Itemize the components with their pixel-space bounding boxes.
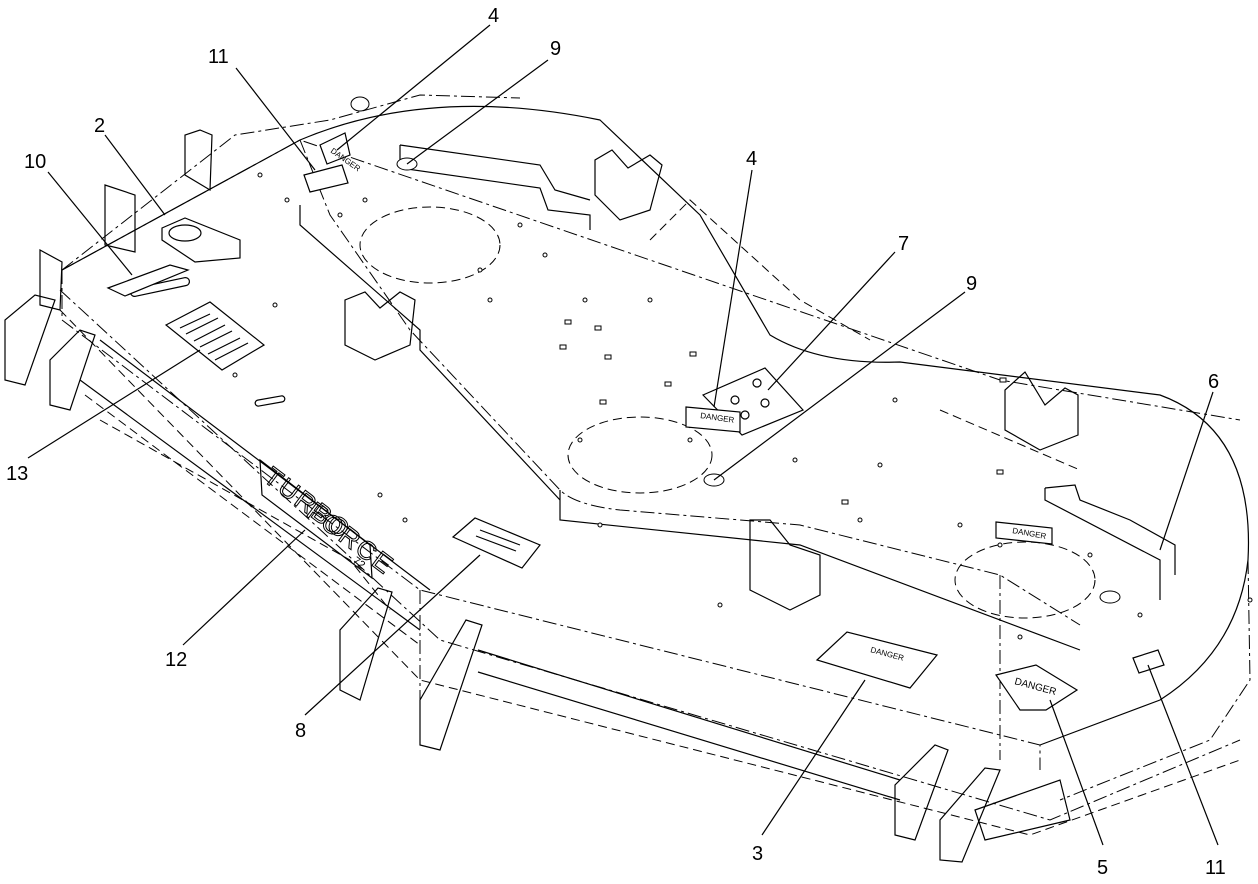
leader-10 xyxy=(47,171,133,276)
leader-6 xyxy=(1159,391,1214,551)
callout-9-rear: 9 xyxy=(550,38,561,60)
callout-8: 8 xyxy=(295,720,306,742)
decal-8-info xyxy=(451,517,541,569)
decal-11-front-warning xyxy=(1132,649,1165,674)
decal-2-deflector xyxy=(161,217,241,263)
leader-13 xyxy=(27,349,201,459)
callout-13: 13 xyxy=(6,463,28,485)
decal-4-right-danger: DANGER xyxy=(995,521,1053,545)
callout-4-center: 4 xyxy=(746,148,757,170)
brand-text-model: 72 xyxy=(350,555,367,572)
mower-deck xyxy=(4,94,1253,863)
decal-5-shield-danger: DANGER xyxy=(995,664,1079,711)
leader-11-rear xyxy=(235,67,316,171)
callout-10: 10 xyxy=(24,151,46,173)
decal-3-front-danger: DANGER xyxy=(815,631,939,689)
leader-8 xyxy=(304,554,481,716)
leader-9-center xyxy=(713,291,966,481)
callout-11-rear: 11 xyxy=(208,46,229,68)
leader-4-center xyxy=(713,169,753,408)
leader-2 xyxy=(104,134,166,216)
callout-4-rear: 4 xyxy=(488,5,499,27)
leader-11-front xyxy=(1147,664,1219,846)
decal-4-center-danger: DANGER xyxy=(685,406,741,433)
leader-3 xyxy=(761,679,866,836)
decal-13-instructions xyxy=(164,301,266,371)
callout-7: 7 xyxy=(898,233,909,255)
leader-9-rear xyxy=(406,59,549,165)
callout-12: 12 xyxy=(165,649,187,671)
callout-9-center: 9 xyxy=(966,273,977,295)
callout-5: 5 xyxy=(1097,857,1108,879)
callout-6: 6 xyxy=(1208,371,1219,393)
leader-7 xyxy=(767,251,896,391)
leader-12 xyxy=(182,529,306,646)
callout-3: 3 xyxy=(752,843,763,865)
callout-11-front: 11 xyxy=(1205,857,1226,879)
callout-labels: 4 9 11 2 10 4 7 9 6 13 12 8 3 5 11 xyxy=(6,5,1226,879)
leader-lines xyxy=(27,24,1219,846)
callout-2: 2 xyxy=(94,115,105,137)
leader-5 xyxy=(1049,699,1104,846)
decal-10-height-of-cut xyxy=(106,264,190,297)
decal-11-rear-warning xyxy=(303,164,349,193)
leader-4-rear xyxy=(336,24,491,151)
decal-12-brand-emboss: TURBO FORCE 72 xyxy=(258,458,401,581)
